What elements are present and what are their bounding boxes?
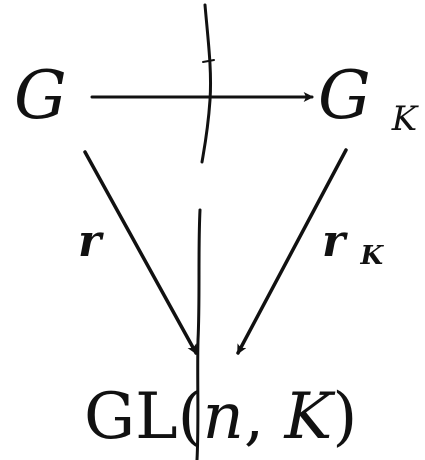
- node-g: G: [14, 57, 67, 134]
- node-gl-n-k: GL(n, K): [84, 380, 357, 454]
- node-gl-k: K: [284, 380, 336, 454]
- node-g-k: G K: [318, 57, 420, 139]
- node-gl-base: GL(: [84, 380, 203, 454]
- arrow-left: [83, 150, 198, 355]
- node-g-base: G: [14, 57, 67, 134]
- vertical-stroke-top: [200, 3, 213, 164]
- label-r-k-sub: K: [360, 241, 385, 271]
- stroke-tick: [202, 59, 215, 63]
- label-r-k: r K: [322, 216, 385, 271]
- arrow-right: [236, 148, 348, 355]
- node-g-k-base: G: [318, 57, 371, 134]
- label-r-k-base: r: [322, 216, 348, 267]
- node-gl-n: n: [203, 380, 244, 454]
- vertical-stroke-bottom: [195, 208, 202, 460]
- label-r-base: r: [78, 216, 104, 267]
- node-gl-sep: ,: [244, 380, 285, 454]
- node-g-k-sub: K: [391, 99, 420, 139]
- label-r: r: [78, 216, 104, 267]
- node-gl-close: ): [332, 380, 357, 454]
